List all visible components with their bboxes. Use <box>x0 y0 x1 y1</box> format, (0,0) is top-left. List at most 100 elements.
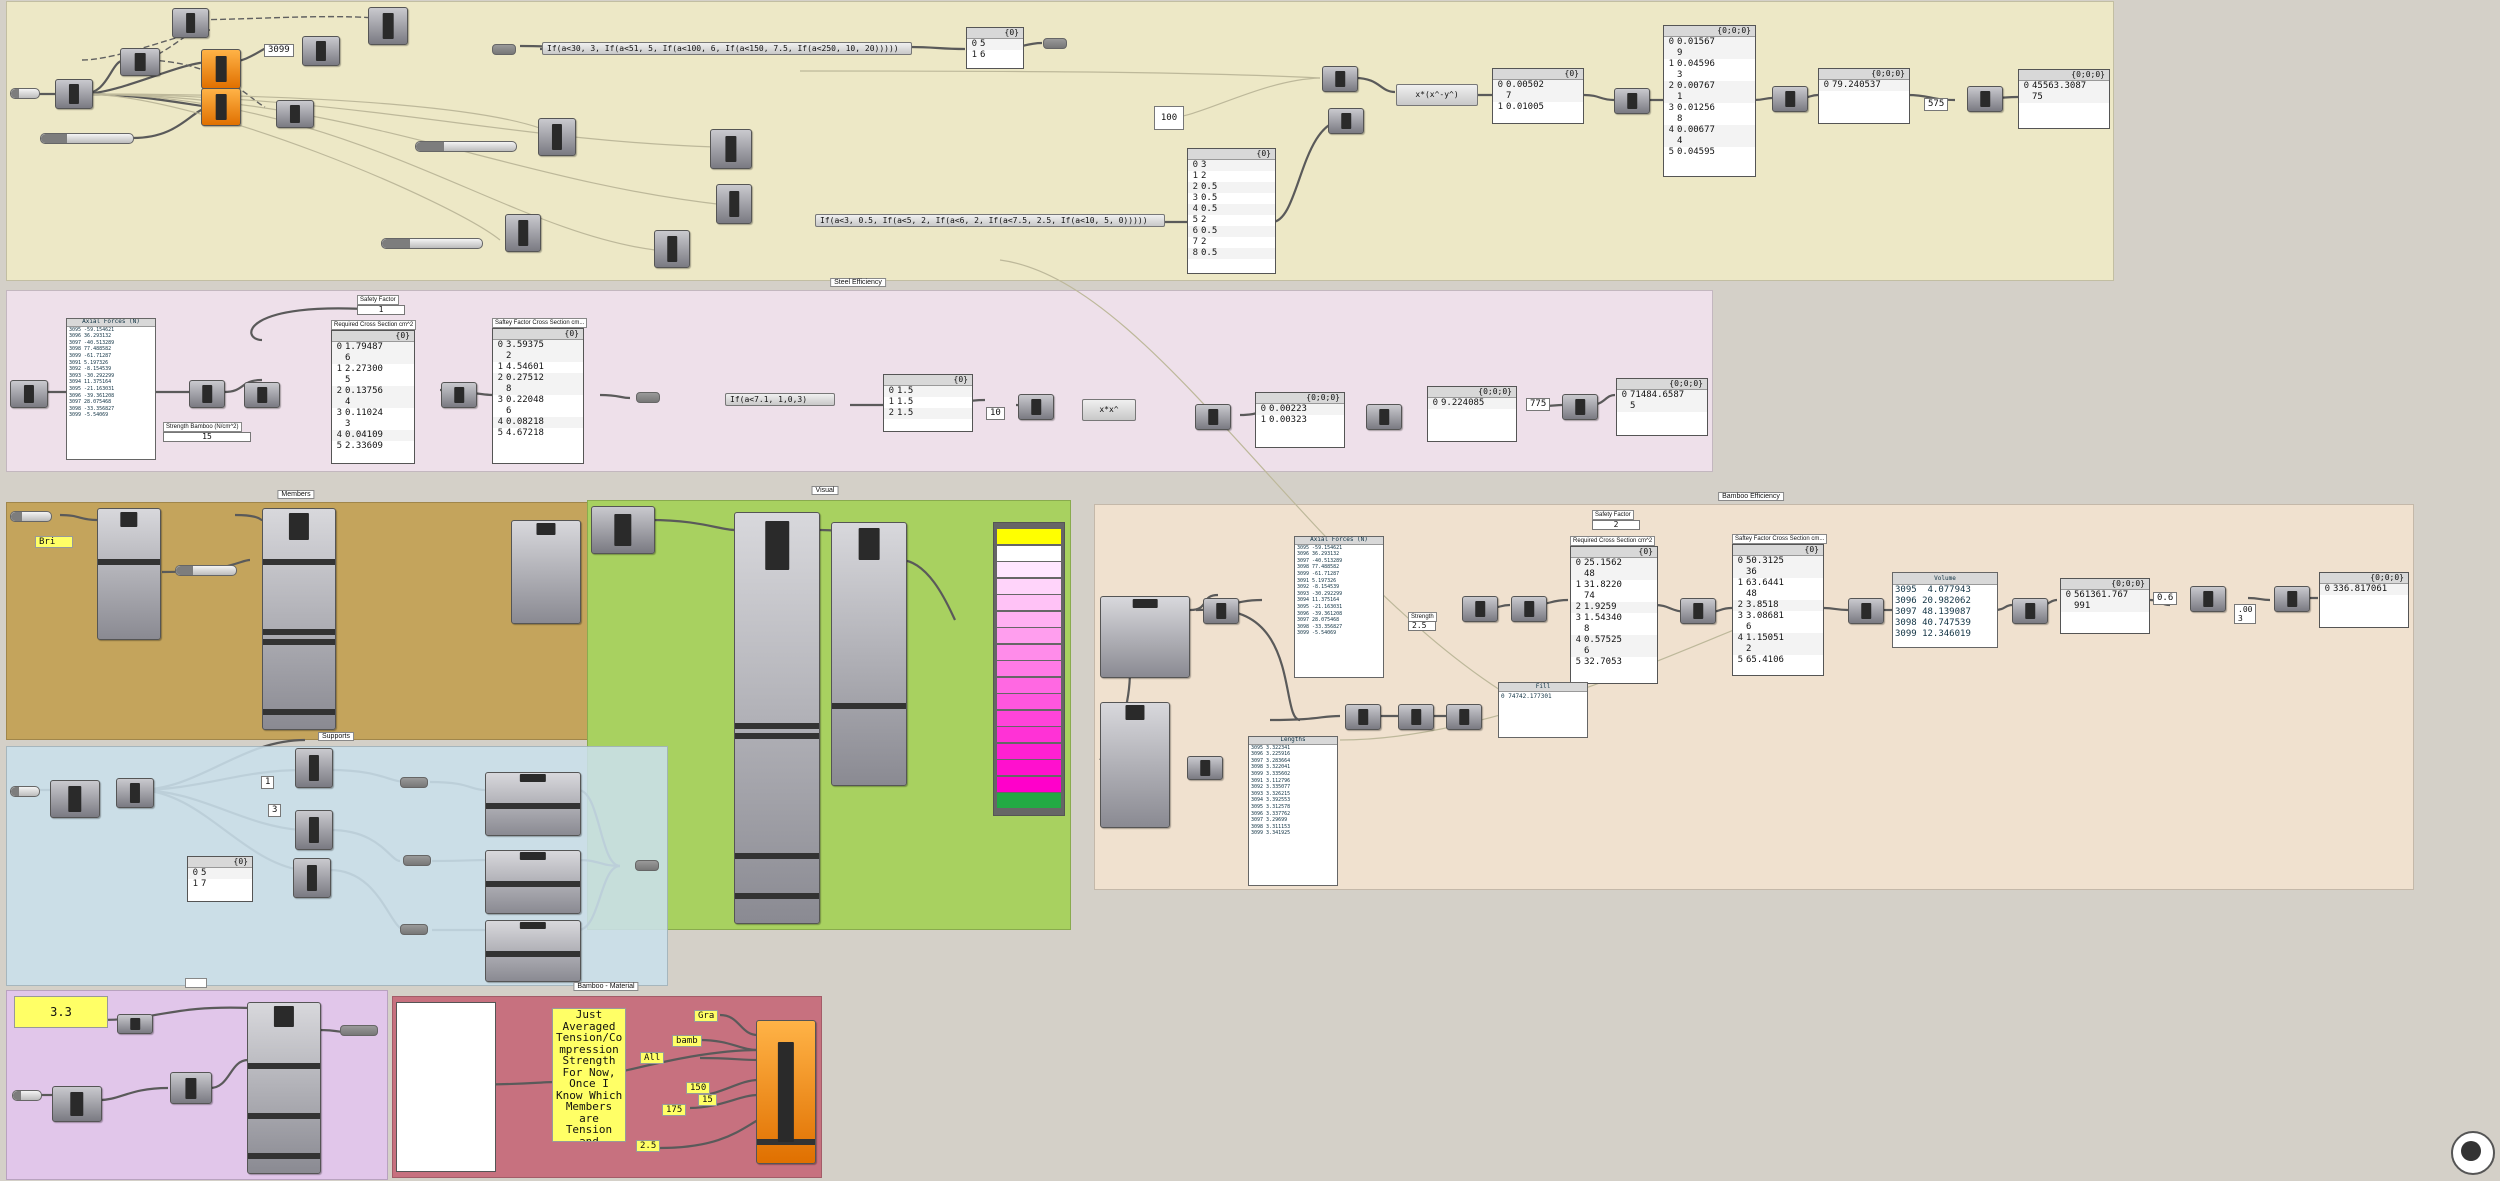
stream-filter-node[interactable] <box>538 118 576 156</box>
expression-thresholds[interactable]: If(a<30, 3, If(a<51, 5, If(a<100, 6, If(… <box>542 42 912 55</box>
bamboo-flatten-node[interactable] <box>2012 598 2048 624</box>
flatten-node[interactable] <box>1614 88 1650 114</box>
supports-component-b[interactable] <box>485 850 581 914</box>
expression-pow-b[interactable]: x*x^ <box>1082 399 1136 421</box>
flatten-node-b[interactable] <box>1195 404 1231 430</box>
bamboo-multiply-node-c[interactable] <box>2274 586 2310 612</box>
number-panel-775[interactable]: 775 <box>1526 398 1551 411</box>
number-panel-10[interactable]: 10 <box>986 407 1005 420</box>
supports-node-e[interactable] <box>293 858 331 898</box>
strength-value[interactable]: 15 <box>163 432 251 442</box>
warning-component-b[interactable] <box>201 88 241 126</box>
row-index: 2 <box>1668 81 1674 91</box>
bamboo-strength-value[interactable]: 2.5 <box>1408 621 1436 631</box>
number-panel-100[interactable]: 100 <box>1154 106 1184 130</box>
dispatch-node[interactable] <box>505 214 541 252</box>
supports-component-c[interactable] <box>485 920 581 982</box>
members-component-b[interactable] <box>262 508 336 730</box>
navigation-compass-icon[interactable] <box>2451 1131 2495 1175</box>
param-node-b[interactable] <box>1043 38 1067 49</box>
bamboo-safety-value[interactable]: 2 <box>1592 520 1640 530</box>
members-component-a[interactable] <box>97 508 161 640</box>
purple-value-note[interactable]: 3.3 <box>14 996 108 1028</box>
purple-node-c[interactable] <box>170 1072 212 1104</box>
supports-node-a[interactable] <box>50 780 100 818</box>
out-node-c[interactable] <box>654 230 690 268</box>
strut-input-node[interactable] <box>10 380 48 408</box>
supports-node-c[interactable] <box>295 748 333 788</box>
bamboo-multiply-node[interactable] <box>1680 598 1716 624</box>
out-node-a[interactable] <box>710 129 752 169</box>
param-node-e[interactable] <box>403 855 431 866</box>
evaluate-node[interactable] <box>276 100 314 128</box>
bamboo-input-a[interactable] <box>1100 596 1190 678</box>
material-selector-node[interactable] <box>756 1020 816 1164</box>
expression-if[interactable]: If(a<7.1, 1,0,3) <box>725 393 835 406</box>
number-slider-node[interactable] <box>172 8 209 38</box>
purple-node-a[interactable] <box>117 1014 153 1034</box>
multiply-node-a[interactable] <box>1322 66 1358 92</box>
supports-node-b[interactable] <box>116 778 154 808</box>
custom-preview-node[interactable] <box>734 512 820 924</box>
number-panel-3[interactable]: 3 <box>268 804 282 817</box>
bamboo-relay-b[interactable] <box>1187 756 1223 780</box>
purple-slider[interactable] <box>12 1090 42 1101</box>
supports-component-a[interactable] <box>485 772 581 836</box>
multiply-node-e[interactable] <box>1562 394 1598 420</box>
bamboo-input-b[interactable] <box>1100 702 1170 828</box>
param-node-h[interactable] <box>340 1025 378 1036</box>
mid-slider[interactable] <box>415 141 517 152</box>
top-slider-small[interactable] <box>10 88 40 99</box>
mass-addition-node[interactable] <box>1772 86 1808 112</box>
bamboo-length-node-c[interactable] <box>1446 704 1482 730</box>
number-panel-1[interactable]: 1 <box>261 776 275 789</box>
multiply-safety-node[interactable] <box>441 382 477 408</box>
bamboo-length-node-a[interactable] <box>1345 704 1381 730</box>
abs-node[interactable] <box>244 382 280 408</box>
expression-spacing[interactable]: If(a<3, 0.5, If(a<5, 2, If(a<6, 2, If(a<… <box>815 214 1165 227</box>
bamboo-divide-node[interactable] <box>1462 596 1498 622</box>
expression-power[interactable]: x*(x^-y^) <box>1396 84 1478 106</box>
members-slider-b[interactable] <box>175 565 237 576</box>
bamboo-length-node-b[interactable] <box>1398 704 1434 730</box>
out-node-b[interactable] <box>716 184 752 224</box>
divide-node[interactable] <box>189 380 225 408</box>
number-panel-003[interactable]: .00 3 <box>2234 604 2257 624</box>
bamboo-volume-node[interactable] <box>1848 598 1884 624</box>
param-node-d[interactable] <box>400 777 428 788</box>
visual-input-node[interactable] <box>591 506 655 554</box>
param-node-a[interactable] <box>492 44 516 55</box>
supports-node-d[interactable] <box>295 810 333 850</box>
members-slider[interactable] <box>10 511 52 522</box>
mass-addition-node-b[interactable] <box>1366 404 1402 430</box>
safety-factor-value[interactable]: 1 <box>357 305 405 315</box>
number-panel-0-6[interactable]: 0.6 <box>2153 592 2178 605</box>
multiply-node-b[interactable] <box>1328 108 1364 134</box>
bamboo-abs-node[interactable] <box>1511 596 1547 622</box>
members-component-c[interactable] <box>511 520 581 624</box>
warning-component-a[interactable] <box>201 49 241 89</box>
series-node[interactable] <box>368 7 408 45</box>
gradient-map-node[interactable] <box>831 522 907 786</box>
list-item: 3098 3.322041 <box>1251 764 1291 771</box>
purple-node-b[interactable] <box>52 1086 102 1122</box>
merge-node[interactable] <box>120 48 160 76</box>
supports-slider[interactable] <box>10 786 40 797</box>
multiply-node-d[interactable] <box>1018 394 1054 420</box>
bamboo-relay-a[interactable] <box>1203 598 1239 624</box>
param-node-f[interactable] <box>400 924 428 935</box>
colour-gradient-swatch[interactable] <box>993 522 1065 816</box>
relay-node[interactable] <box>55 79 93 109</box>
param-node-c[interactable] <box>636 392 660 403</box>
multiply-node-c[interactable] <box>1967 86 2003 112</box>
bamboo-multiply-node-b[interactable] <box>2190 586 2226 612</box>
purple-component[interactable] <box>247 1002 321 1174</box>
param-node-g[interactable] <box>635 860 659 871</box>
number-panel-3099[interactable]: 3099 <box>264 44 294 57</box>
number-panel-575[interactable]: 575 <box>1924 98 1949 111</box>
top-slider-long[interactable] <box>40 133 134 144</box>
list-item-node[interactable] <box>302 36 340 66</box>
low-slider[interactable] <box>381 238 483 249</box>
